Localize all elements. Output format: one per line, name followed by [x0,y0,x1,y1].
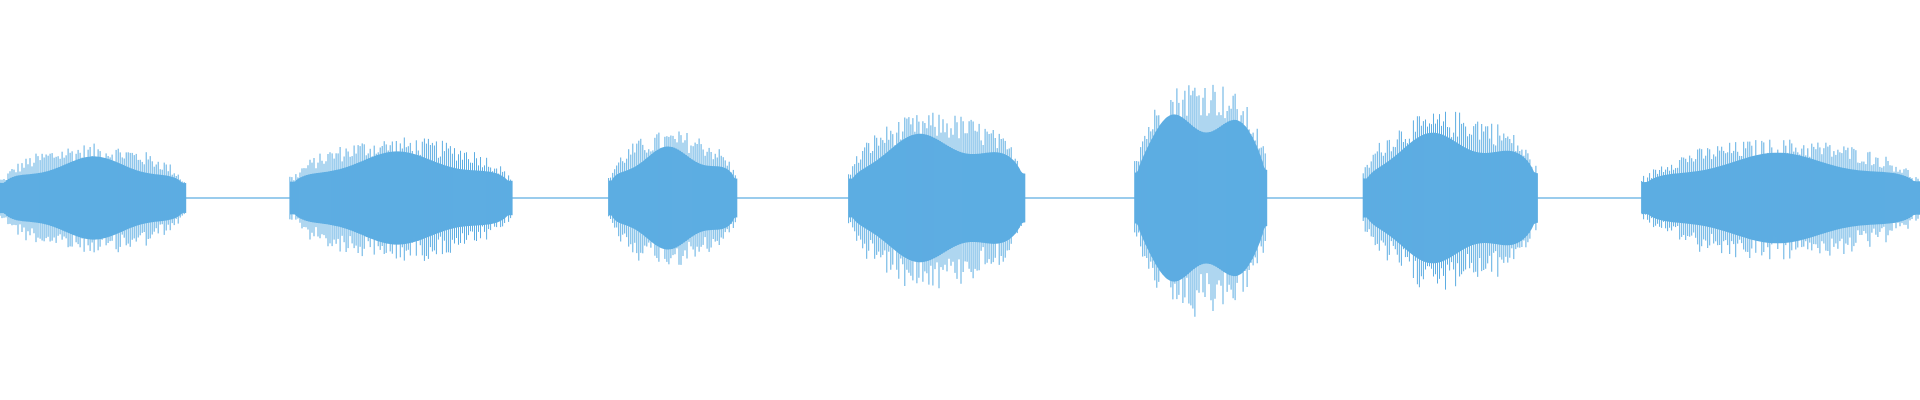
sound-segment-3 [608,131,738,265]
sound-segment-7 [1641,139,1920,260]
sound-segment-6 [1362,111,1538,290]
sound-segment-5 [1134,84,1268,317]
sound-segment-4 [848,112,1026,289]
waveform-envelope [1363,132,1538,264]
waveform-envelope [289,151,513,245]
sound-segment-2 [289,137,513,261]
sound-segment-1 [0,143,187,253]
